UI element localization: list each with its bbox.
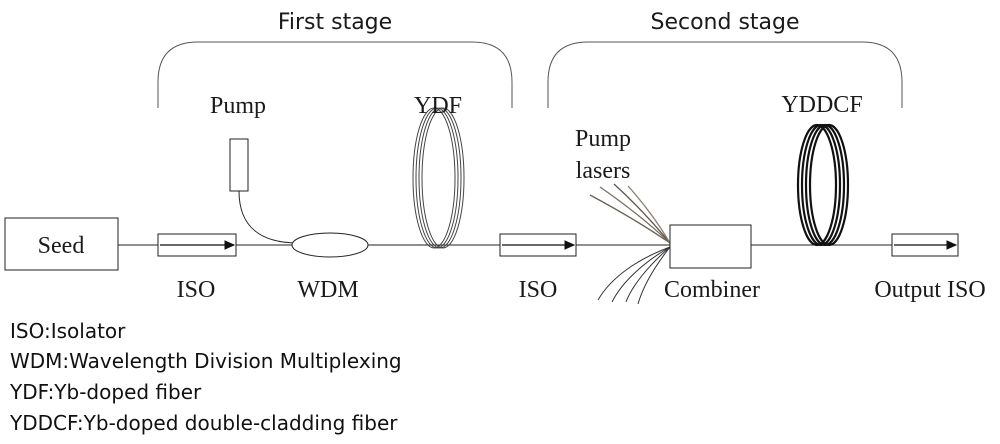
pump-lasers-label-line1: Pump [575,126,631,152]
iso-2-label: ISO [519,277,558,303]
wdm-label: WDM [297,277,358,303]
yddcf-label: YDDCF [781,92,862,118]
second-stage-bracket [547,41,903,108]
wdm-coupler [291,232,369,258]
ydf-label: YDF [414,93,462,119]
iso-1-label: ISO [177,277,216,303]
first-stage-bracket [157,41,513,108]
output-iso-label: Output ISO [874,277,985,303]
seed-box [4,217,119,271]
first-stage-label: First stage [278,10,392,35]
signal-fibers-bundle [597,246,671,305]
pump-laser-fibers [589,183,671,244]
legend: ISO:Isolator WDM:Wavelength Division Mul… [9,319,402,435]
second-stage-label: Second stage [650,10,799,35]
pump-lasers-label-line2: lasers [576,158,631,184]
legend-item-ydf: YDF:Yb-doped fiber [9,380,202,404]
ydf-coil [412,107,465,249]
legend-item-yddcf: YDDCF:Yb-doped double-cladding fiber [9,411,398,435]
pump-fiber [238,190,299,244]
yddcf-coil [796,123,850,247]
combiner-box [669,224,752,269]
pump-box [229,138,249,192]
seed-label: Seed [38,233,85,259]
legend-item-iso: ISO:Isolator [10,319,126,343]
combiner-label: Combiner [664,277,760,303]
legend-item-wdm: WDM:Wavelength Division Multiplexing [10,349,402,373]
pump-label: Pump [210,93,266,119]
